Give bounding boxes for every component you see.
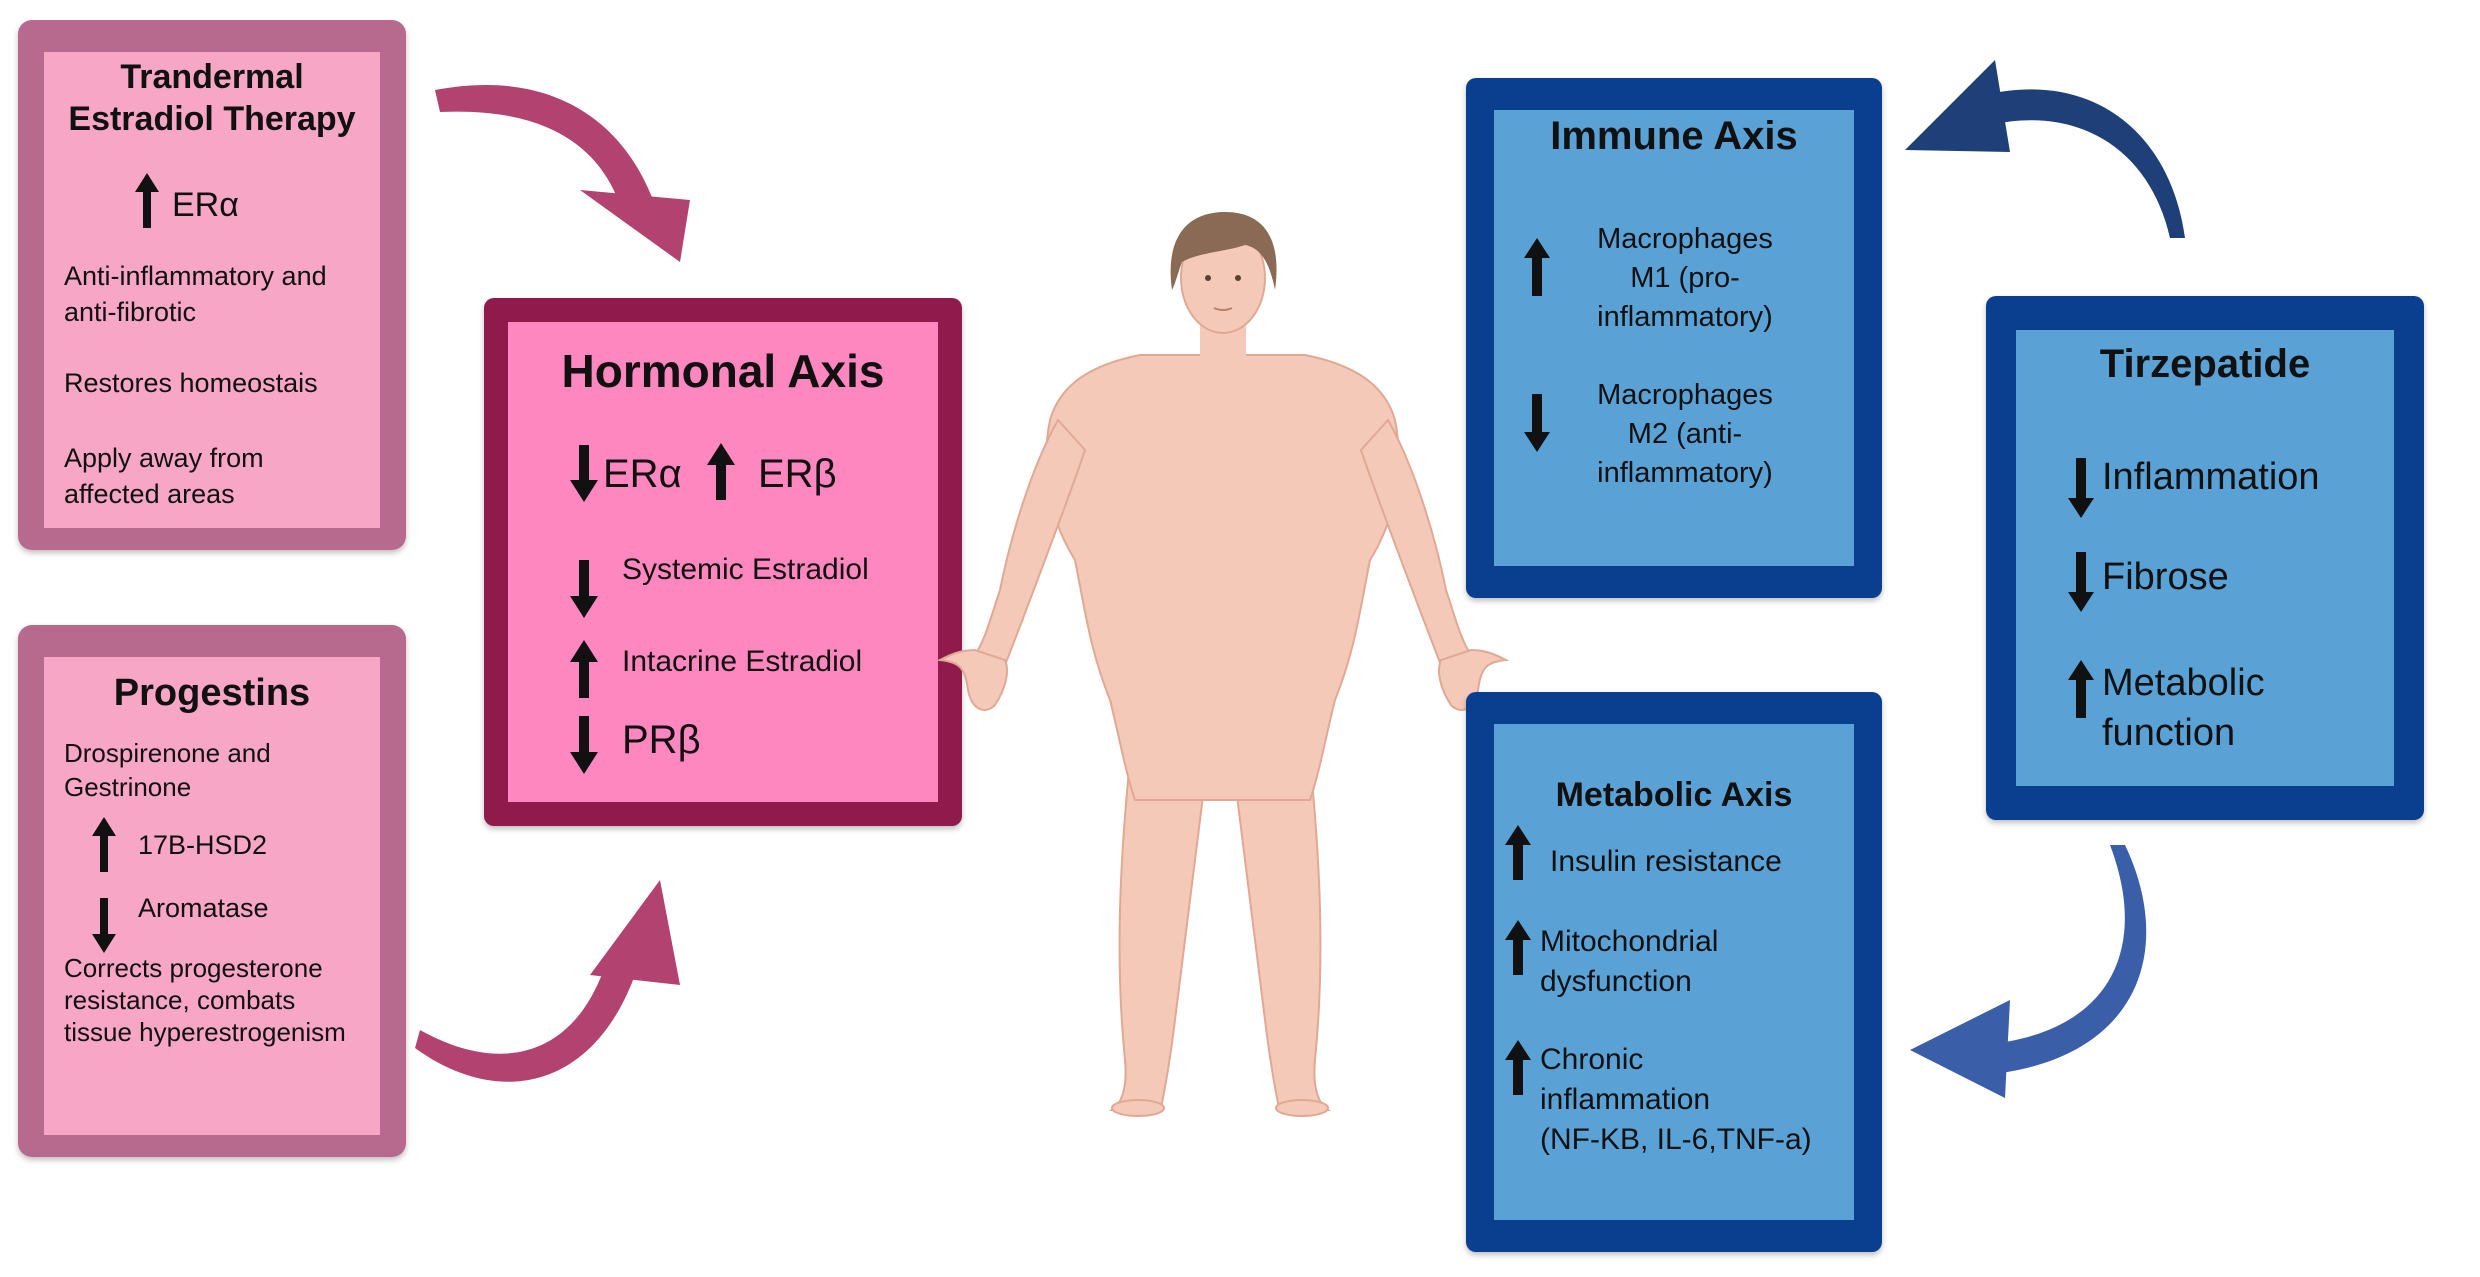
immune-m2-line3: inflammatory) <box>1597 457 1773 489</box>
estradiol-line2: anti-fibrotic <box>64 297 197 327</box>
tirzepatide-metabolic-line1: Metabolic <box>2102 662 2265 704</box>
progestins-line2: Gestrinone <box>64 772 192 802</box>
estradiol-therapy-title-line2: Estradiol Therapy <box>68 100 356 138</box>
curved-arrow-tirzepatide-to-immune <box>1905 60 2185 238</box>
estradiol-apply: Apply away from affected areas <box>64 440 264 512</box>
metabolic-chronic: Chronic inflammation (NF-KB, IL-6,TNF-a) <box>1540 1040 1812 1160</box>
progestins-inner <box>44 657 380 1135</box>
tirzepatide-fibrose: Fibrose <box>2102 556 2229 598</box>
estradiol-era-label: ERα <box>172 186 239 224</box>
progestins-hsd: 17B-HSD2 <box>138 830 268 860</box>
progestins-aromatase: Aromatase <box>138 893 269 923</box>
hormonal-intacrine: Intacrine Estradiol <box>622 645 863 678</box>
metabolic-mito-line2: dysfunction <box>1540 965 1692 998</box>
immune-m1-line2: M1 (pro- <box>1630 262 1740 294</box>
progestins-drugs: Drospirenone and Gestrinone <box>64 736 271 804</box>
immune-m1-line1: Macrophages <box>1597 223 1773 255</box>
progestins-effects: Corrects progesterone resistance, combat… <box>64 952 346 1048</box>
estradiol-line4: Apply away from <box>64 443 264 473</box>
estradiol-therapy-panel <box>18 20 406 550</box>
metabolic-mito-line1: Mitochondrial <box>1540 925 1719 958</box>
tirzepatide-title: Tirzepatide <box>2099 342 2311 386</box>
hormonal-axis-title: Hormonal Axis <box>561 345 885 397</box>
estradiol-line1: Anti-inflammatory and <box>64 261 327 291</box>
immune-m1-line3: inflammatory) <box>1597 301 1773 333</box>
immune-m2: Macrophages M2 (anti- inflammatory) <box>1560 376 1810 493</box>
metabolic-chronic-line3: (NF-KB, IL-6,TNF-a) <box>1540 1123 1812 1156</box>
immune-m1: Macrophages M1 (pro- inflammatory) <box>1560 220 1810 337</box>
estradiol-therapy-title: Trandermal Estradiol Therapy <box>18 56 406 140</box>
metabolic-axis-inner <box>1494 724 1854 1220</box>
estradiol-line5: affected areas <box>64 479 235 509</box>
immune-m2-line2: M2 (anti- <box>1627 418 1743 450</box>
progestins-line1: Drospirenone and <box>64 738 271 768</box>
estradiol-therapy-inner <box>44 52 380 528</box>
metabolic-axis-panel <box>1466 692 1882 1252</box>
tirzepatide-metabolic: Metabolic function <box>2102 658 2265 758</box>
progestins-line5: tissue hyperestrogenism <box>64 1017 346 1047</box>
curved-arrow-tirzepatide-to-metabolic <box>1910 845 2147 1098</box>
estradiol-anti-inflammatory: Anti-inflammatory and anti-fibrotic <box>64 258 327 330</box>
metabolic-axis-title: Metabolic Axis <box>1555 776 1793 814</box>
immune-axis-title: Immune Axis <box>1550 114 1798 158</box>
tirzepatide-inflammation: Inflammation <box>2102 456 2320 498</box>
metabolic-chronic-line1: Chronic <box>1540 1043 1644 1076</box>
immune-axis-panel <box>1466 78 1882 598</box>
hormonal-systemic: Systemic Estradiol <box>622 553 869 586</box>
curved-arrow-progestins-to-hormonal <box>415 880 680 1082</box>
immune-m2-line1: Macrophages <box>1597 379 1773 411</box>
progestins-line4: resistance, combats <box>64 985 296 1015</box>
hormonal-era: ERα <box>603 452 682 496</box>
progestins-title: Progestins <box>113 672 311 714</box>
metabolic-chronic-line2: inflammation <box>1540 1083 1711 1116</box>
immune-axis-inner <box>1494 110 1854 566</box>
progestins-line3: Corrects progesterone <box>64 953 323 983</box>
metabolic-insulin: Insulin resistance <box>1550 845 1782 878</box>
hormonal-erb: ERβ <box>758 452 837 496</box>
estradiol-restores: Restores homeostais <box>64 368 318 398</box>
estradiol-therapy-title-line1: Trandermal <box>120 58 304 96</box>
metabolic-mito: Mitochondrial dysfunction <box>1540 922 1718 1002</box>
tirzepatide-metabolic-line2: function <box>2102 712 2236 754</box>
progestins-panel <box>18 625 406 1157</box>
curved-arrow-therapy-to-hormonal <box>435 84 690 262</box>
hormonal-prb: PRβ <box>622 718 701 762</box>
